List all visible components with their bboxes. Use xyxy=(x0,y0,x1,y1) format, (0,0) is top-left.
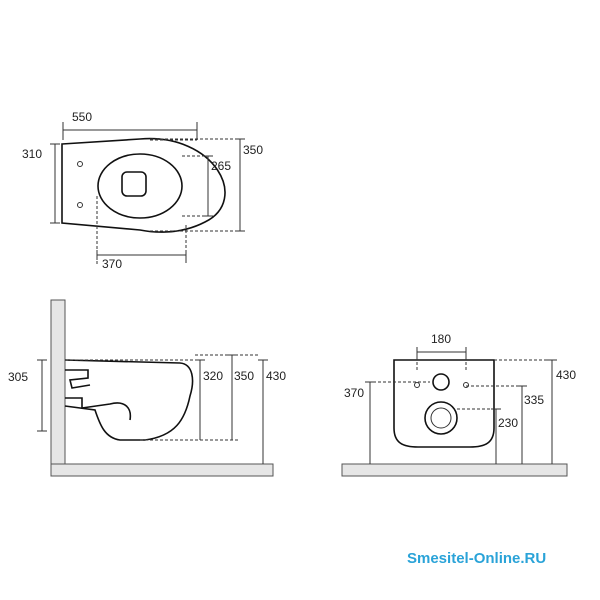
dim-550-label: 550 xyxy=(72,110,92,124)
front-view-fixing-hole xyxy=(414,382,420,388)
watermark-label: Smesitel-Online.RU xyxy=(407,550,546,567)
front-view: 180 370 430 335 230 xyxy=(341,332,576,477)
top-view-seat-cover xyxy=(121,171,147,197)
dim-310-label: 310 xyxy=(22,147,42,161)
dim-370-front-label: 370 xyxy=(344,386,364,400)
top-view-fixing-hole xyxy=(77,161,83,167)
side-view-bowl-outline xyxy=(64,359,194,441)
dim-335-label: 335 xyxy=(524,393,544,407)
dim-370-label: 370 xyxy=(102,257,122,271)
side-view-floor xyxy=(50,463,274,477)
top-view-fixing-hole xyxy=(77,202,83,208)
dim-430-front-label: 430 xyxy=(556,368,576,382)
side-view-wall xyxy=(50,299,66,477)
dim-305-label: 305 xyxy=(8,370,28,384)
dim-320-label: 320 xyxy=(203,369,223,383)
front-view-body-outline xyxy=(393,359,495,448)
front-view-drain-inner xyxy=(430,407,452,429)
front-view-floor xyxy=(341,463,568,477)
front-view-fixing-hole xyxy=(463,382,469,388)
dim-350-label: 350 xyxy=(243,143,263,157)
side-view-outlet xyxy=(65,369,91,389)
front-view-top-hole xyxy=(432,373,450,391)
dim-265-label: 265 xyxy=(211,159,231,173)
dim-350-side-label: 350 xyxy=(234,369,254,383)
side-view: 305 320 350 430 xyxy=(8,299,286,477)
top-view: 550 310 350 265 370 xyxy=(22,110,263,271)
side-view-drain xyxy=(65,397,132,421)
dim-230-label: 230 xyxy=(498,416,518,430)
front-view-drain-hole xyxy=(424,401,458,435)
top-view-seat-oval xyxy=(97,153,183,219)
dim-180-label: 180 xyxy=(431,332,451,346)
dim-430-side-label: 430 xyxy=(266,369,286,383)
